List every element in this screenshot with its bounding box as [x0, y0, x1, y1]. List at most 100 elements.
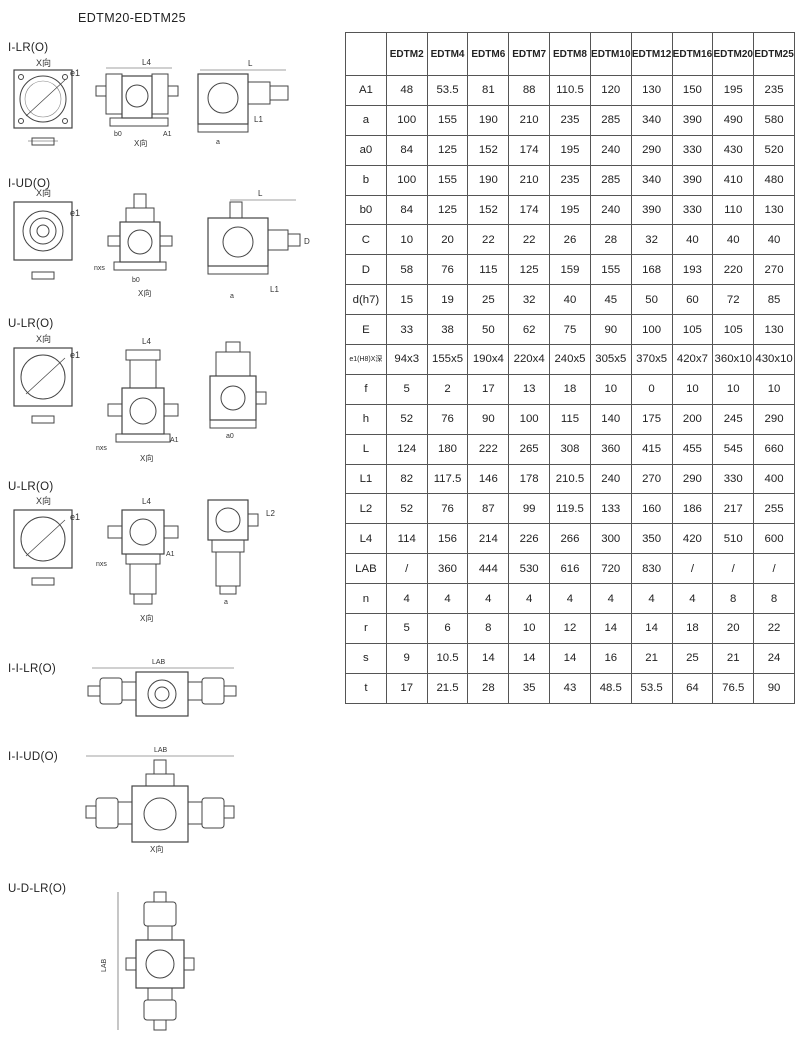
value-cell: 220x4	[508, 344, 551, 375]
value-cell: 82	[385, 463, 428, 495]
param-cell: L2	[345, 493, 387, 525]
front-view-2: nxs b0 X向	[94, 193, 173, 298]
x-dir-label: X向	[36, 496, 51, 506]
value-cell: 24	[753, 642, 795, 674]
value-cell: 360	[589, 433, 632, 465]
value-cell: 14	[508, 642, 551, 674]
value-cell: 8	[712, 583, 755, 615]
l1-label: L1	[254, 115, 263, 124]
value-cell: 190	[467, 104, 510, 136]
value-cell: 174	[508, 194, 551, 226]
value-cell: 76	[426, 403, 469, 435]
value-cell: 125	[508, 254, 551, 286]
value-cell: 125	[426, 194, 469, 226]
value-cell: 4	[467, 583, 510, 615]
value-cell: 410	[712, 164, 755, 196]
value-cell: 390	[671, 104, 714, 136]
value-cell: 53.5	[630, 672, 673, 704]
x-dir-label: X向	[140, 453, 153, 463]
value-cell: 195	[549, 194, 591, 226]
value-cell: 290	[753, 403, 795, 435]
l4-label: L4	[142, 497, 151, 506]
value-cell: 235	[753, 75, 795, 106]
value-cell: 4	[508, 583, 551, 615]
value-cell: 830	[630, 553, 673, 585]
value-cell: 155	[589, 254, 632, 286]
param-cell: e1(H8)X深	[345, 344, 387, 375]
flange-view-4: X向 e1	[13, 496, 80, 586]
value-cell: 240	[589, 463, 632, 495]
value-cell: 600	[753, 523, 795, 555]
a0-label: a0	[226, 433, 234, 440]
value-cell: 35	[508, 672, 551, 704]
value-cell: 155x5	[426, 344, 469, 375]
value-cell: 76.5	[712, 672, 755, 704]
value-cell: 330	[712, 463, 755, 495]
value-cell: 117.5	[426, 463, 469, 495]
value-cell: 10	[508, 613, 551, 644]
param-cell: a	[345, 104, 387, 136]
param-cell: E	[345, 314, 387, 346]
value-cell: 50	[467, 314, 510, 346]
side-view-1: L L1 a	[197, 59, 289, 146]
assembly-view-i-i-lr: LAB	[87, 659, 237, 717]
value-cell: 8	[753, 583, 795, 615]
value-cell: 226	[508, 523, 551, 555]
value-cell: 21.5	[426, 672, 469, 704]
value-cell: 444	[467, 553, 510, 585]
value-cell: 99	[508, 493, 551, 525]
value-cell: 48	[385, 75, 428, 106]
value-cell: 140	[589, 403, 632, 435]
value-cell: 94x3	[385, 344, 428, 375]
value-cell: 100	[385, 164, 428, 196]
value-cell: 58	[385, 254, 428, 286]
value-cell: 350	[630, 523, 673, 555]
flange-view-2: X向 e1	[13, 188, 80, 280]
param-cell: L	[345, 433, 387, 465]
value-cell: 10	[712, 373, 755, 405]
value-cell: 308	[549, 433, 591, 465]
value-cell: 222	[467, 433, 510, 465]
value-cell: 18	[549, 373, 591, 405]
value-cell: 124	[385, 433, 428, 465]
value-cell: 38	[426, 314, 469, 346]
value-cell: 290	[630, 134, 673, 166]
value-cell: 5	[385, 613, 428, 644]
value-cell: 45	[589, 284, 632, 316]
value-cell: 186	[671, 493, 714, 525]
column-header: EDTM16	[671, 32, 714, 76]
value-cell: 255	[753, 493, 795, 525]
value-cell: 156	[426, 523, 469, 555]
value-cell: 195	[549, 134, 591, 166]
param-cell: b0	[345, 194, 387, 226]
a1-label: A1	[166, 551, 175, 558]
value-cell: 210	[508, 164, 551, 196]
d-dim-label: D	[304, 237, 310, 246]
value-cell: 100	[385, 104, 428, 136]
value-cell: 266	[549, 523, 591, 555]
value-cell: 430	[712, 134, 755, 166]
value-cell: 290	[671, 463, 714, 495]
value-cell: 150	[671, 75, 714, 106]
value-cell: 720	[589, 553, 632, 585]
param-cell: f	[345, 373, 387, 405]
section-label-i-lr: I-LR(O)	[8, 42, 49, 54]
x-dir-label: X向	[150, 844, 163, 854]
value-cell: 115	[549, 403, 591, 435]
value-cell: 270	[630, 463, 673, 495]
value-cell: 330	[671, 194, 714, 226]
value-cell: 2	[426, 373, 469, 405]
value-cell: 125	[426, 134, 469, 166]
nxs-label: nxs	[96, 445, 107, 452]
param-cell: d(h7)	[345, 284, 387, 316]
